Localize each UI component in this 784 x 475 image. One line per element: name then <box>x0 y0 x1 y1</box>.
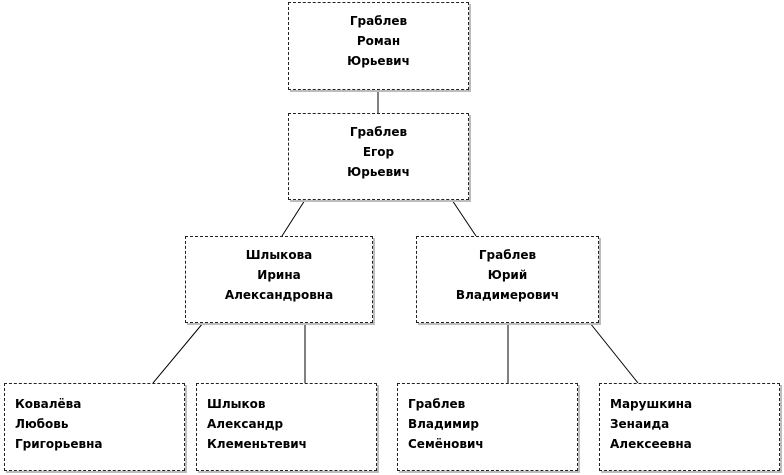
node-line: Семёнович <box>408 437 484 451</box>
node-egor: Граблев Егор Юрьевич <box>288 113 469 200</box>
node-line: Граблев <box>408 397 466 411</box>
node-line: Владимир <box>408 417 479 431</box>
node-line: Юрьевич <box>347 54 410 68</box>
node-irina: Шлыкова Ирина Александровна <box>185 236 373 323</box>
node-line: Граблев <box>349 14 408 28</box>
node-line: Ирина <box>257 268 301 282</box>
node-line: Юрьевич <box>347 165 410 179</box>
connector-yuri-zenaida <box>589 322 639 384</box>
node-line: Александровна <box>224 288 334 302</box>
node-line: Любовь <box>15 417 69 431</box>
node-line: Ковалёва <box>15 397 82 411</box>
node-line: Владимерович <box>455 288 560 302</box>
node-line: Марушкина <box>610 397 693 411</box>
node-roman: Граблев Роман Юрьевич <box>288 2 469 90</box>
node-line: Шлыкова <box>245 248 313 262</box>
node-line: Зенаида <box>610 417 670 431</box>
node-line: Григорьевна <box>15 437 103 451</box>
node-line: Граблев <box>478 248 537 262</box>
connector-egor-yuri <box>451 199 477 237</box>
node-line: Шлыков <box>207 397 266 411</box>
connector-irina-lyubov <box>152 322 204 384</box>
connector-egor-irina <box>281 199 306 237</box>
node-line: Роман <box>356 34 401 48</box>
node-alexander: Шлыков Александр Клеменьтевич <box>196 383 377 471</box>
node-vladimir: Граблев Владимир Семёнович <box>397 383 578 471</box>
node-line: Александр <box>207 417 284 431</box>
node-yuri: Граблев Юрий Владимерович <box>416 236 599 323</box>
node-line: Егор <box>362 145 395 159</box>
node-zenaida: Марушкина Зенаида Алексеевна <box>599 383 780 471</box>
node-line: Граблев <box>349 125 408 139</box>
node-line: Юрий <box>487 268 528 282</box>
node-lyubov: Ковалёва Любовь Григорьевна <box>4 383 185 471</box>
node-line: Клеменьтевич <box>207 437 307 451</box>
node-line: Алексеевна <box>610 437 692 451</box>
